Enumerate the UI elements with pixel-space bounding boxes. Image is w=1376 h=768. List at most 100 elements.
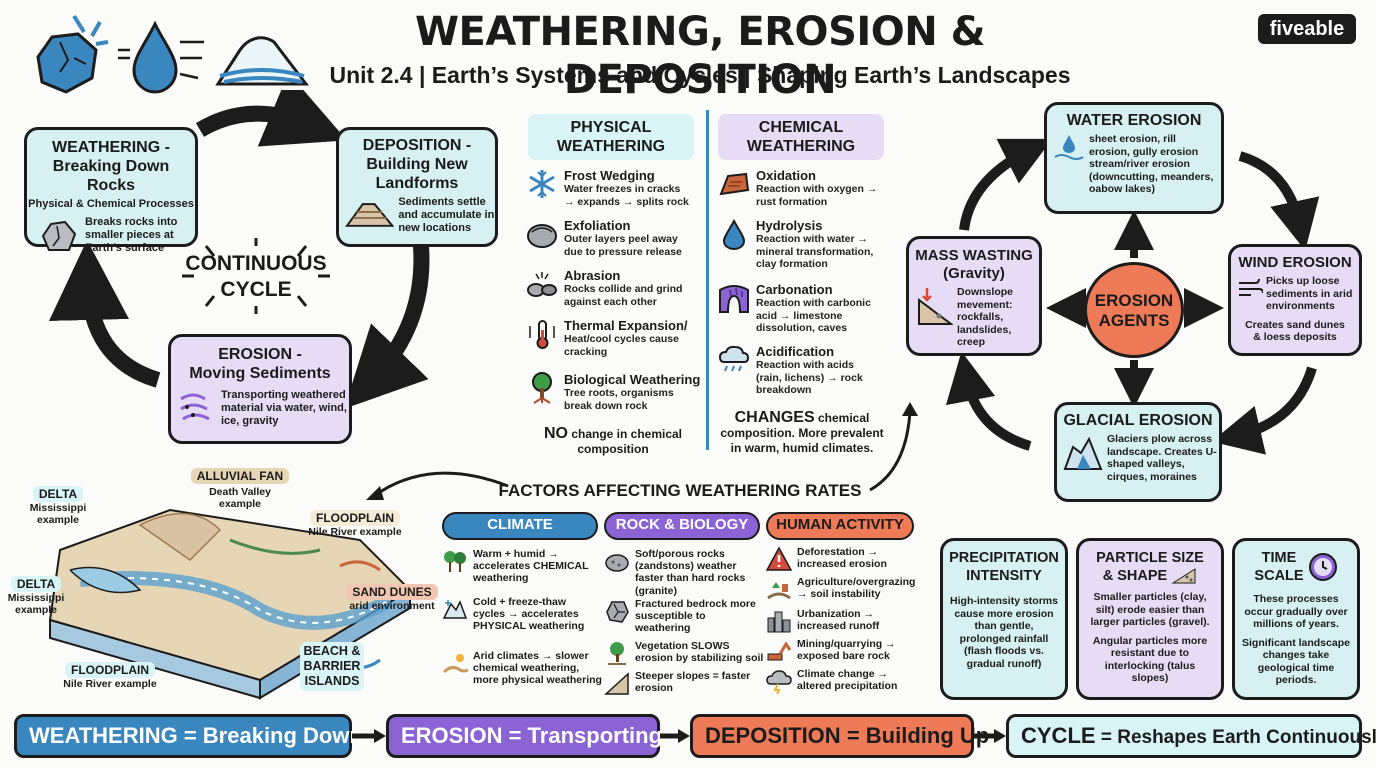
moving-sediment-icon	[180, 393, 210, 421]
cycle-label-1: CONTINUOUS	[185, 252, 327, 275]
arrow-deposition-to-erosion	[344, 234, 430, 409]
chemical-item-desc: Reaction with oxygen → rust formation	[756, 183, 878, 208]
deposition-title-2: Building New	[366, 156, 468, 173]
landform-diagram	[48, 508, 412, 700]
summary-erosion: EROSION = Transporting	[386, 714, 663, 758]
physical-item-title: Exfoliation	[564, 218, 631, 233]
delta-left-example: Mississippi example	[7, 592, 65, 616]
arrow-erosion-to-weathering	[49, 240, 161, 388]
vegetation-icon	[608, 642, 626, 665]
erosion-desc: Transporting weathered material via wate…	[221, 389, 347, 427]
physical-item-desc: Outer layers peel away due to pressure r…	[564, 233, 682, 258]
human-item: Climate change → altered precipitation	[766, 668, 915, 694]
deposition-box: DEPOSITION - Building New Landforms Sedi…	[336, 127, 498, 247]
chemical-header-1: CHEMICAL	[758, 119, 844, 136]
physical-item: Thermal Expansion/Heat/cool cycles cause…	[526, 318, 692, 358]
erosion-title-2: Moving Sediments	[189, 365, 331, 382]
particles-icon	[1171, 568, 1196, 584]
cave-icon	[719, 285, 749, 313]
deposition-desc: Sediments settle and accumulate in new l…	[398, 196, 495, 234]
climate-item: Warm + humid → accelerates CHEMICAL weat…	[442, 548, 597, 585]
summary-arrow	[352, 728, 386, 744]
particle-desc-1: Smaller particles (clay, silt) erode eas…	[1090, 591, 1210, 628]
water-waves-icon	[1054, 135, 1084, 160]
header-icons	[30, 12, 320, 102]
weathering-title-1: WEATHERING -	[52, 139, 170, 156]
wind-icon	[1239, 278, 1263, 296]
climate-header: CLIMATE	[442, 512, 598, 540]
rust-icon	[719, 172, 750, 196]
chemical-header-2: WEATHERING	[746, 138, 856, 155]
pebbles-icon	[527, 272, 557, 297]
tree-icon	[532, 372, 552, 404]
human-item: Mining/quarrying → exposed bare rock	[766, 638, 915, 664]
chemical-footer-bold: CHANGES	[734, 409, 815, 426]
time-title-1: TIME	[1261, 550, 1297, 566]
physical-item-desc: Water freezes in cracks → expands → spli…	[564, 183, 689, 208]
cycle-label-2: CYCLE	[220, 278, 292, 301]
physical-item-desc: Rocks collide and grind against each oth…	[564, 283, 683, 308]
continuous-cycle-burst: CONTINUOUS CYCLE	[176, 236, 336, 316]
physical-item-desc: Heat/cool cycles cause cracking	[564, 333, 679, 358]
physical-item-desc: Tree roots, organisms break down rock	[564, 387, 674, 412]
weathering-subtitle: Physical & Chemical Processes	[28, 198, 194, 210]
summary-weathering-key: WEATHERING	[29, 723, 178, 748]
agents-arrows	[945, 138, 1320, 455]
summary-weathering-val: = Breaking Down	[183, 723, 363, 748]
summary-arrow	[660, 728, 690, 744]
erosion-box: EROSION - Moving Sediments Transporting …	[168, 334, 352, 444]
floodplain-top-name: FLOODPLAIN	[310, 510, 400, 526]
glacial-erosion-desc: Glaciers plow across landscape. Creates …	[1107, 433, 1217, 483]
beach-name-2: BARRIER	[303, 659, 361, 673]
erosion-title-1: EROSION -	[218, 346, 302, 363]
wind-erosion-desc-1: Picks up loose sediments in arid environ…	[1266, 275, 1353, 312]
wind-erosion-desc-2: Creates sand dunes & loess deposits	[1245, 318, 1345, 344]
physical-footer-bold: NO	[543, 425, 568, 442]
delta-left-label: DELTA Mississippi example	[2, 576, 70, 616]
chemical-footer-rest-2: composition. More prevalent in warm, hum…	[720, 426, 884, 455]
particle-desc-2: Angular particles more resistant due to …	[1092, 634, 1208, 685]
alluvial-fan-name: ALLUVIAL FAN	[190, 468, 290, 484]
summary-deposition-key: DEPOSITION	[705, 723, 841, 748]
precip-desc: High-intensity storms cause more erosion…	[950, 595, 1058, 670]
beach-name-1: BEACH &	[303, 644, 361, 658]
thermometer-icon	[529, 320, 555, 349]
alluvial-fan-example: Death Valley example	[209, 486, 271, 510]
physical-footer: NO change in chemical composition	[528, 426, 698, 457]
chemical-item-title: Hydrolysis	[756, 218, 823, 233]
rock-item-text: Steeper slopes = faster erosion	[635, 670, 751, 695]
page-subtitle: Unit 2.4 | Earth’s Systems and Cycles | …	[329, 62, 1071, 88]
page-title: WEATHERING, EROSION & DEPOSITION	[414, 9, 986, 103]
time-desc-2: Significant landscape changes take geolo…	[1242, 636, 1350, 687]
deposition-title-3: Landforms	[375, 175, 459, 192]
human-item-text: Climate change → altered precipitation	[797, 668, 898, 693]
water-erosion-box: WATER EROSION sheet erosion, rill erosio…	[1044, 102, 1224, 214]
water-erosion-desc: sheet erosion, rill erosion, gully erosi…	[1089, 133, 1214, 195]
rock-item-text: Vegetation SLOWS erosion by stabilizing …	[635, 640, 764, 665]
snowflake-icon	[529, 170, 555, 198]
rock-item: Soft/porous rocks (zandstons) weather fa…	[604, 548, 763, 597]
storm-cloud-icon	[766, 670, 792, 694]
climate-item: Arid climates → slower chemical weatheri…	[442, 650, 603, 687]
water-erosion-title: WATER EROSION	[1066, 112, 1202, 129]
clock-icon	[1308, 553, 1337, 581]
mass-wasting-desc: Downslope mevement: rockfalls, landslide…	[957, 286, 1014, 348]
physical-item-title: Frost Wedging	[564, 168, 655, 183]
excavator-icon	[767, 641, 792, 661]
summary-erosion-key: EROSION	[401, 723, 503, 748]
brand-logo: fiveable	[1258, 14, 1356, 44]
factors-curve-arrow-left	[366, 471, 509, 500]
weathering-title-2: Breaking Down Rocks	[52, 158, 170, 194]
alluvial-fan-label: ALLUVIAL FAN Death Valley example	[190, 468, 290, 510]
weathering-desc: Breaks rocks into smaller pieces at Eart…	[85, 216, 178, 254]
chemical-item-desc: Reaction with acids (rain, lichens) → ro…	[756, 359, 863, 396]
cycle-arrows	[49, 90, 430, 409]
weathering-box: WEATHERING - Breaking Down Rocks Physica…	[24, 127, 198, 254]
summary-erosion-val: = Transporting	[508, 723, 663, 748]
beach-name-3: ISLANDS	[304, 674, 360, 688]
mass-wasting-box: MASS WASTING (Gravity) Downslope mevemen…	[906, 236, 1042, 356]
